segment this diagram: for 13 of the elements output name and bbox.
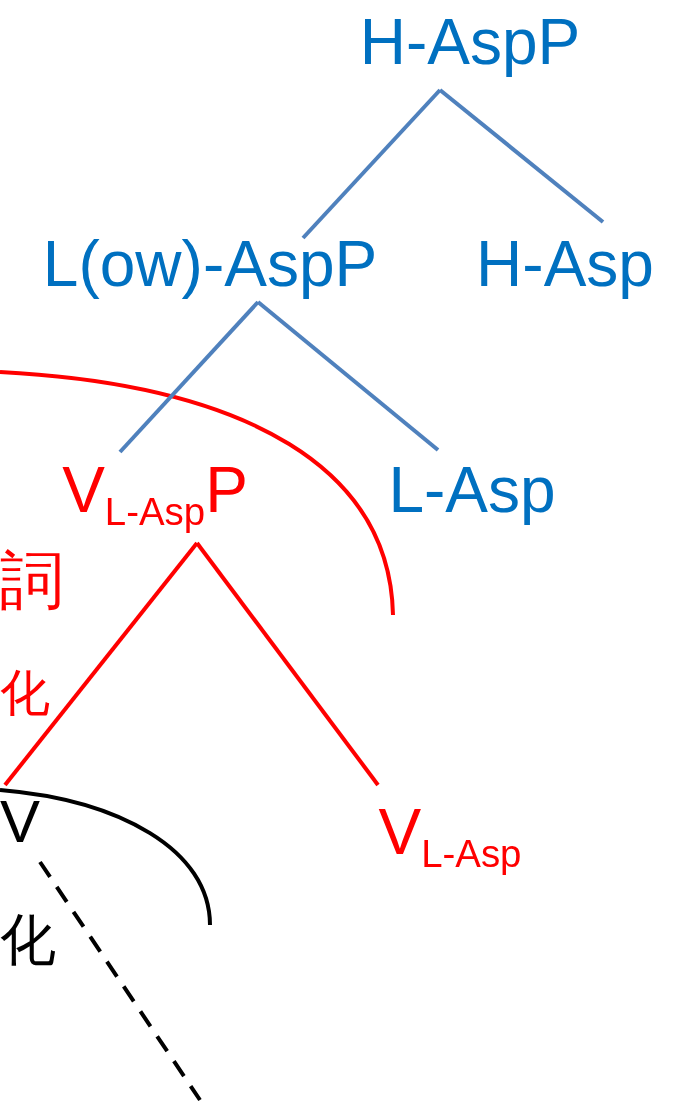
kanji-label: 化 <box>0 912 56 968</box>
branch-line <box>301 88 442 240</box>
tree-node-label: V <box>0 792 41 852</box>
branch-line <box>3 541 199 787</box>
branch-line <box>256 300 440 452</box>
dashed-branch-line <box>38 860 202 1102</box>
kanji-label: 化 <box>0 668 50 718</box>
branch-line <box>195 541 380 787</box>
branch-line <box>118 300 260 454</box>
kanji-label: 詞 <box>0 548 64 612</box>
tree-node-label: V$_{L-Asp}$P <box>62 458 248 532</box>
tree-node-label: V$_{L-Asp}$ <box>378 800 522 874</box>
branch-line <box>438 88 605 224</box>
